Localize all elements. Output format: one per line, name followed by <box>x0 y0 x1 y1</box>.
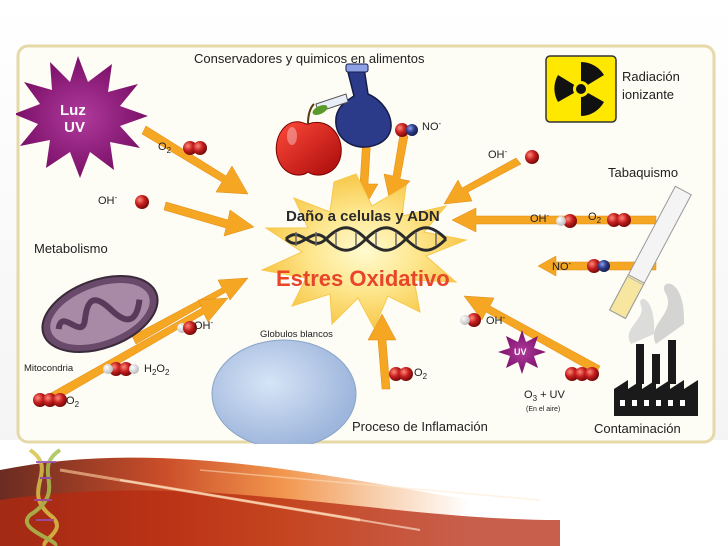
oh-label-tabaco: OH- <box>530 211 550 225</box>
no-label-top: NO- <box>422 119 442 133</box>
dna-strand-center <box>284 226 448 252</box>
no-label-tabaco: NO- <box>552 259 572 273</box>
diagram-frame: Conservadores y quimicos en alimentos NO… <box>16 44 716 444</box>
arrow-metabolismo-upper <box>131 277 249 345</box>
radiation-icon <box>545 55 617 123</box>
en-el-aire-label: (En el aire) <box>526 406 561 413</box>
mitochondria-icon <box>41 275 159 353</box>
metabolismo-label: Metabolismo <box>34 241 108 256</box>
ionizante-label: ionizante <box>622 87 675 102</box>
flask-icon <box>315 63 392 148</box>
luz-uv-label: Luz UV <box>60 102 86 136</box>
globulos-label: Globulos blancos <box>260 329 333 340</box>
o3-uv-label: O3 + UV <box>524 389 565 403</box>
tabaquismo-label: Tabaquismo <box>608 165 679 180</box>
apple-icon <box>275 103 342 176</box>
arrow-oh-left <box>163 201 255 237</box>
center-subtitle: Estres Oxidativo <box>276 266 450 291</box>
arrow-radiacion <box>443 157 522 205</box>
o2-label-left: O2 <box>158 141 172 155</box>
oh-label-left: OH- <box>98 193 118 207</box>
arrow-inflamacion <box>367 313 397 390</box>
o2-label-inflamacion: O2 <box>414 367 428 381</box>
arrow-luz-uv <box>141 125 249 195</box>
molecules <box>33 123 631 407</box>
contaminacion-label: Contaminación <box>594 421 681 436</box>
central-burst <box>260 173 468 330</box>
center-title: Daño a celulas y ADN <box>286 208 440 225</box>
white-blood-cell-icon <box>211 339 357 444</box>
radiacion-label: Radiación <box>622 69 680 84</box>
h2o2-label: H2O2 <box>144 363 170 377</box>
arrows <box>41 125 657 407</box>
oh-label-metabolismo: OH- <box>194 318 214 332</box>
oh-label-contaminacion: OH- <box>486 313 506 327</box>
dna-helix-decoration <box>25 448 62 546</box>
arrow-contaminacion <box>463 295 601 375</box>
arrow-no-top <box>383 133 411 203</box>
food-title: Conservadores y quimicos en alimentos <box>194 51 425 66</box>
factory-icon <box>614 283 698 416</box>
cigarette-icon <box>608 185 692 320</box>
mitocondria-label: Mitocondria <box>24 363 74 374</box>
oh-label-radiacion: OH- <box>488 147 508 161</box>
luz-uv-starburst <box>16 56 148 178</box>
uv-small-burst <box>498 330 546 374</box>
inflamacion-label: Proceso de Inflamación <box>352 419 488 434</box>
uv-badge: UV <box>514 347 527 357</box>
diagram-artwork <box>16 44 716 444</box>
o2-label-bottom-left: O2 <box>66 395 80 409</box>
o2-label-tabaco: O2 <box>588 211 602 225</box>
